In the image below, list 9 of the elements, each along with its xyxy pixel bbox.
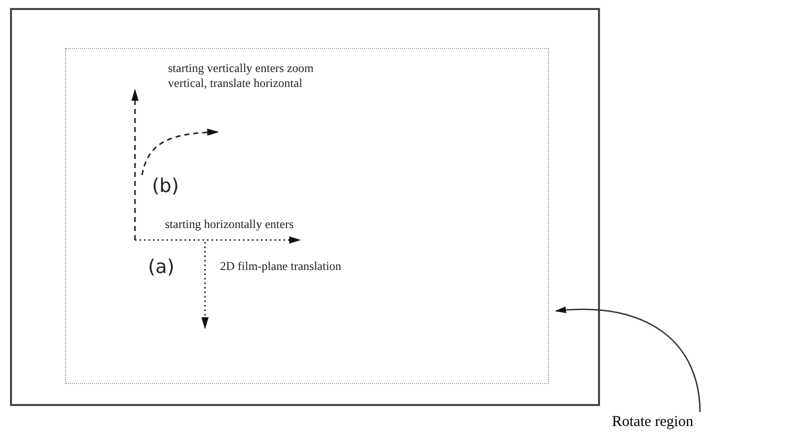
screen-frame <box>10 8 600 406</box>
panel-letter: (a) <box>148 256 174 278</box>
annotation-text: starting horizontally enters <box>165 217 294 232</box>
region-border <box>65 48 549 384</box>
annotation-text: 2D film-plane translation <box>220 259 342 274</box>
panel-letter: (b) <box>152 175 179 197</box>
leader-line <box>554 306 701 412</box>
region-label: Rotate region <box>612 414 782 438</box>
annotation-text: starting vertically enters zoom vertical, translate horizontal <box>168 61 315 91</box>
